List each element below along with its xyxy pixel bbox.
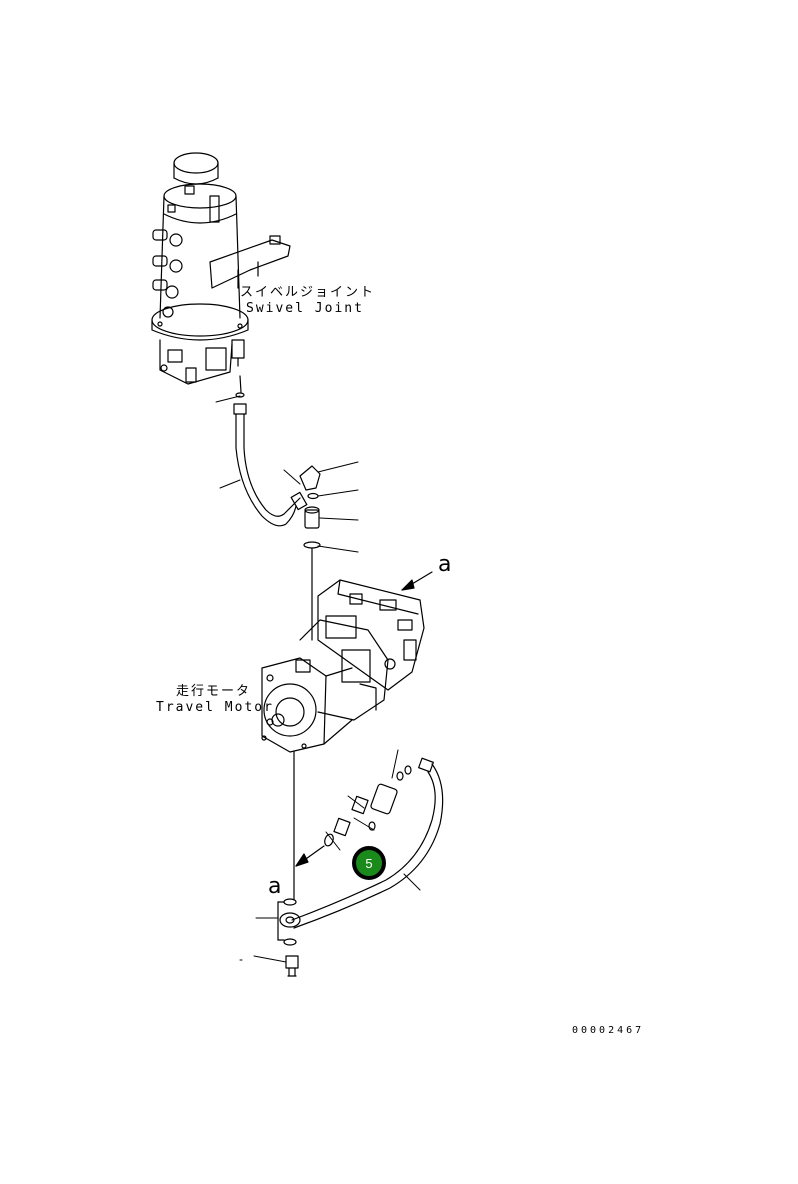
upper-fittings (299, 465, 321, 641)
view-arrow-top (401, 571, 433, 591)
view-mark-top: a (438, 552, 452, 577)
travel-motor-label-en: Travel Motor (156, 700, 274, 715)
leader-lines (215, 395, 421, 963)
part-callout-5[interactable]: 5 (352, 846, 386, 880)
drawing-number: 00002467 (572, 1025, 645, 1036)
swivel-joint-drawing (151, 152, 291, 385)
lower-fittings (324, 765, 412, 847)
washer-bracket (277, 901, 285, 941)
lower-hose (279, 757, 444, 977)
view-mark-bottom: a (268, 874, 282, 899)
view-arrow-bottom (295, 845, 325, 867)
swivel-joint-label-jp: スイベルジョイント (240, 285, 376, 300)
travel-motor-drawing (261, 579, 425, 901)
upper-hose (233, 375, 308, 527)
travel-motor-label-jp: 走行モータ (176, 684, 252, 699)
swivel-joint-label-en: Swivel Joint (246, 301, 364, 316)
